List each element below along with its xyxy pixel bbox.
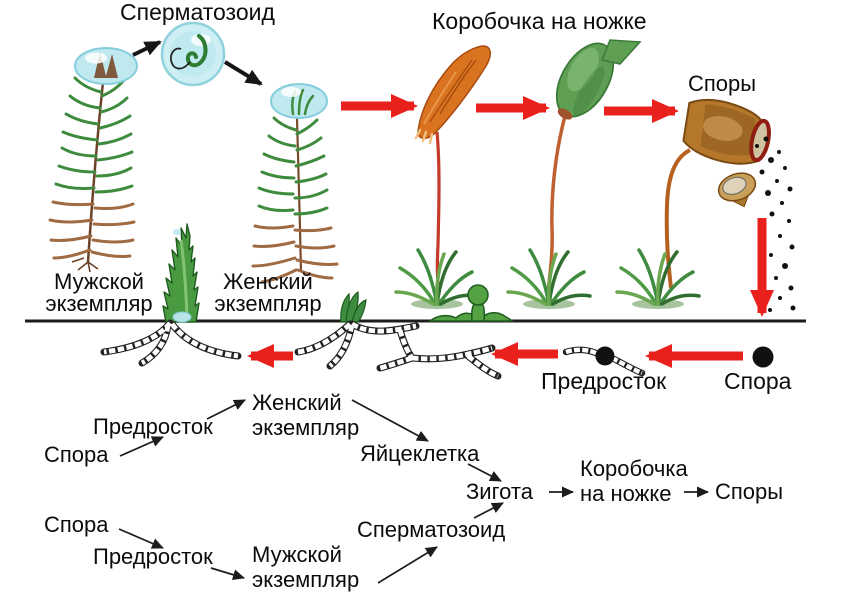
label-spermatozoid: Сперматозоид (120, 0, 275, 25)
flow-node-capsule: Коробочка на ножке (580, 456, 688, 506)
flow-node-zygote: Зигота (466, 479, 533, 504)
label-capsule-on-stalk: Коробочка на ножке (432, 8, 647, 34)
grass-tuft-3 (615, 248, 701, 309)
capsule-lid (717, 172, 757, 208)
label-spores-top: Споры (688, 71, 757, 96)
young-moss-shoot (162, 223, 200, 323)
flow-node-female-specimen: Женский экземпляр (252, 390, 359, 440)
flow-node-female-line1: Женский (252, 390, 342, 415)
capsule-on-stalk-open (664, 98, 771, 289)
protonema-germinating-spore (562, 346, 646, 377)
spore-dot (752, 346, 774, 368)
flow-node-male-line1: Мужской (252, 542, 342, 567)
label-female-specimen: Женский экземпляр (202, 271, 334, 315)
flowchart-arrows (118, 399, 709, 584)
flow-node-spore-bottom: Спора (44, 512, 109, 537)
flow-node-female-line2: экземпляр (252, 415, 360, 440)
flow-node-spore-top: Спора (44, 442, 109, 467)
flow-node-male-line2: экземпляр (252, 567, 360, 592)
protonema-bud-on-ground (427, 284, 514, 322)
male-water-droplet (74, 47, 138, 85)
female-moss-plant (251, 83, 339, 284)
moss-bud (340, 290, 367, 323)
flow-node-spermatozoid: Сперматозоид (357, 517, 506, 542)
label-female-line2: экземпляр (214, 291, 322, 316)
flow-node-male-specimen: Мужской экземпляр (252, 542, 359, 592)
flow-node-egg-cell: Яйцеклетка (360, 441, 480, 466)
flow-node-protonema-top: Предросток (93, 414, 213, 439)
capsule-on-stalk-green (546, 39, 642, 293)
arrow-male-to-sperm (132, 40, 162, 57)
label-female-line1: Женский (223, 269, 313, 294)
label-spore: Спора (724, 368, 792, 394)
male-moss-plant (48, 47, 138, 273)
flow-node-capsule-line1: Коробочка (580, 456, 688, 481)
flow-node-protonema-bottom: Предросток (93, 544, 213, 569)
protonema-center (294, 320, 502, 380)
flow-node-spores-end: Споры (715, 479, 784, 504)
protonema-left (100, 319, 242, 367)
label-male-line1: Мужской (54, 269, 144, 294)
grass-tuft-2 (506, 248, 592, 309)
label-male-specimen: Мужской экземпляр (34, 271, 164, 315)
label-protonema: Предросток (541, 368, 667, 394)
arrow-sperm-to-female (223, 60, 263, 86)
female-water-droplet (270, 83, 328, 119)
capsule-on-stalk-young (414, 45, 491, 296)
grass-tuft-1 (394, 248, 480, 309)
sperm-cell-icon (160, 21, 226, 87)
flow-node-capsule-line2: на ножке (580, 481, 672, 506)
label-male-line2: экземпляр (45, 291, 153, 316)
